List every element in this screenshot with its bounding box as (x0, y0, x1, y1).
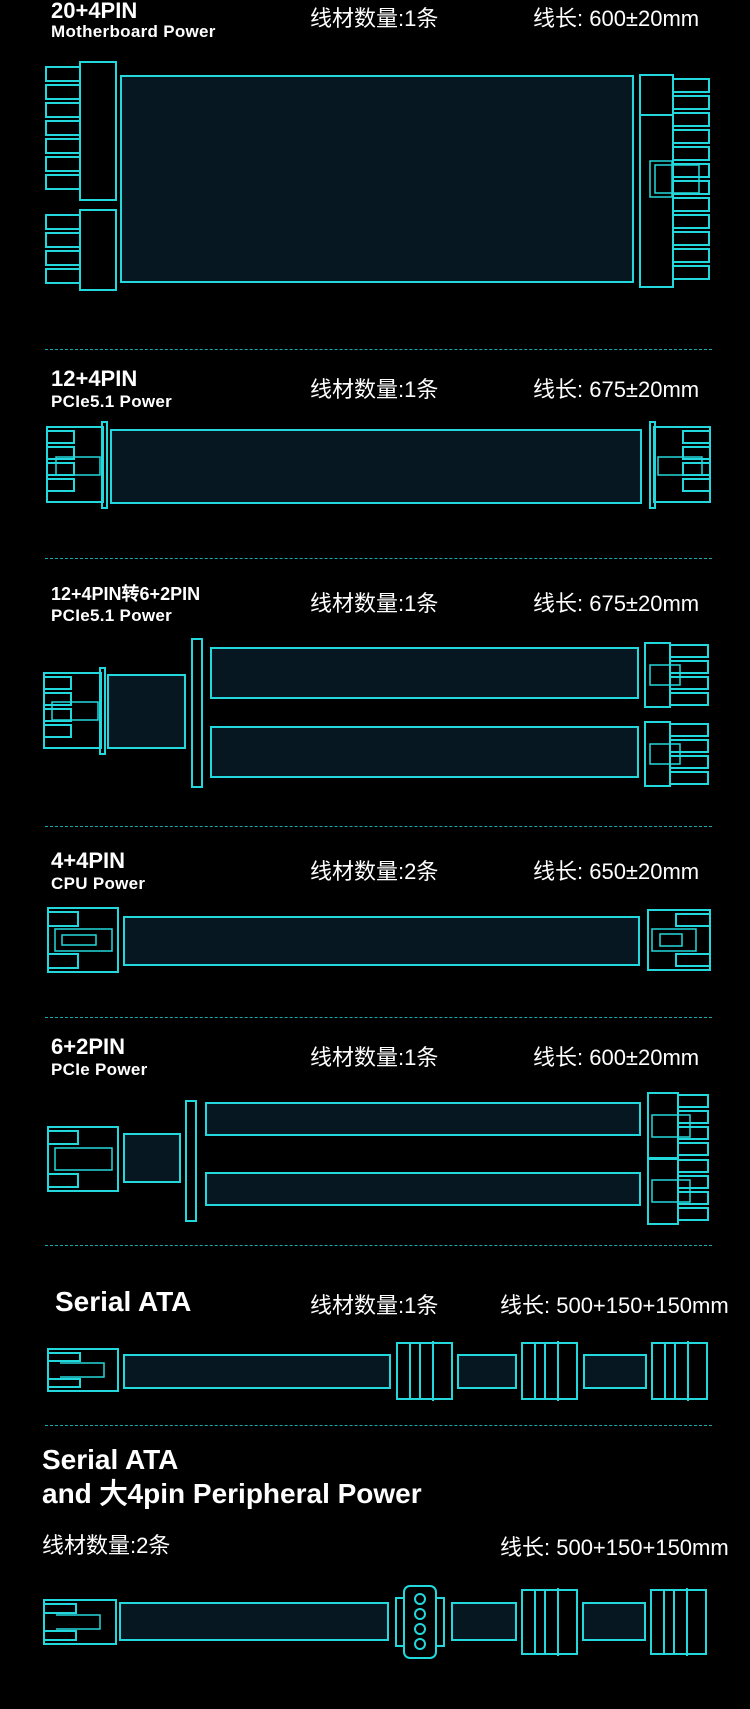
cable-count: 线材数量:2条 (42, 1533, 171, 1558)
section-divider (45, 826, 712, 827)
cable-diagram-sata-peripheral (43, 1585, 707, 1659)
pin-stack-left-lower (45, 214, 81, 284)
cable-title: 6+2PIN (51, 1034, 125, 1059)
connector-6-2pin-lower (644, 721, 709, 787)
cable-diagram-6-2pin (47, 1092, 709, 1225)
connector-6-2pin-upper (644, 642, 709, 708)
cable-count: 线材数量:1条 (310, 377, 439, 402)
cable-title: 4+4PIN (51, 848, 125, 873)
pin-stack-left-upper (45, 66, 81, 190)
sata-connector-2 (521, 1341, 578, 1401)
section-divider (45, 1245, 712, 1246)
cable-title: 12+4PIN转6+2PIN (51, 584, 201, 604)
cable-title: 20+4PIN (51, 0, 138, 23)
cable-subtitle: PCIe Power (51, 1060, 148, 1079)
cable-count: 线材数量:1条 (310, 1045, 439, 1070)
section-divider (45, 349, 712, 350)
connector-6-2pin-upper (647, 1092, 709, 1160)
cable-length: 线长: 675±20mm (533, 377, 700, 402)
cable-subtitle: Motherboard Power (51, 22, 216, 41)
cable-count: 线材数量:1条 (310, 6, 439, 31)
sata-connector-2 (650, 1588, 707, 1656)
cable-length: 线长: 675±20mm (533, 591, 700, 616)
cable-count: 线材数量:2条 (310, 859, 439, 884)
cable-subtitle: CPU Power (51, 874, 146, 893)
cable-title: Serial ATA (55, 1286, 192, 1317)
cable-diagram-24pin (45, 61, 710, 291)
section-divider (45, 558, 712, 559)
cable-title: 12+4PIN (51, 366, 138, 391)
sata-connector-1 (396, 1341, 453, 1401)
section-divider (45, 1425, 712, 1426)
cable-count: 线材数量:1条 (310, 591, 439, 616)
cable-length: 线长: 500+150+150mm (500, 1293, 729, 1318)
cable-diagram-4-4pin (47, 907, 711, 973)
cable-diagram-12-4pin (46, 421, 711, 509)
section-divider (45, 1017, 712, 1018)
cable-title-line1: Serial ATA (42, 1444, 179, 1475)
connector-6-2pin-lower (647, 1157, 709, 1225)
molex-connector (395, 1585, 445, 1659)
cable-length: 线长: 650±20mm (533, 859, 700, 884)
sata-connector-3 (651, 1341, 708, 1401)
cable-diagram-12-4pin-to-6-2pin (43, 638, 709, 788)
cable-title-line2: and 大4pin Peripheral Power (42, 1478, 422, 1509)
pin-stack-right (672, 78, 710, 280)
cable-length: 线长: 600±20mm (533, 1045, 700, 1070)
cable-subtitle: PCIe5.1 Power (51, 606, 173, 625)
sata-connector-1 (521, 1588, 578, 1656)
cable-length: 线长: 600±20mm (533, 6, 700, 31)
cable-length: 线长: 500+150+150mm (500, 1535, 729, 1560)
cable-count: 线材数量:1条 (310, 1293, 439, 1318)
cable-subtitle: PCIe5.1 Power (51, 392, 173, 411)
cable-diagram-sata (47, 1341, 708, 1401)
